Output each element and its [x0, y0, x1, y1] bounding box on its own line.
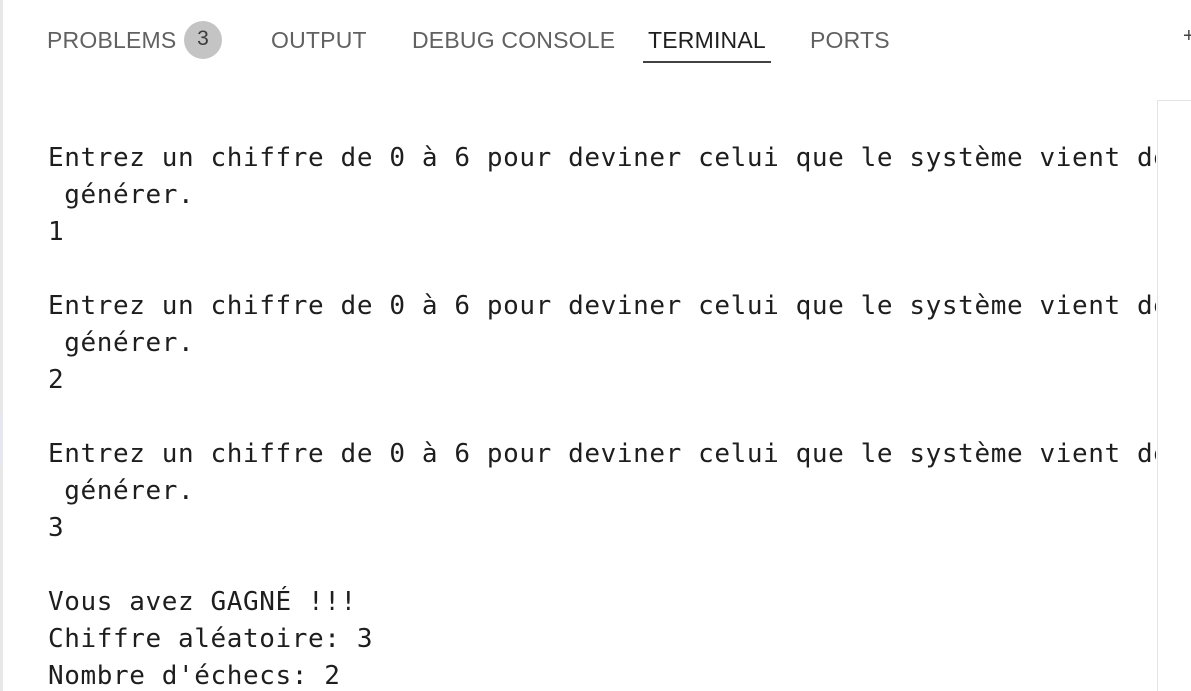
- terminal-line: Entrez un chiffre de 0 à 6 pour deviner …: [48, 291, 1156, 321]
- panel-left-border: [0, 0, 3, 691]
- sash-highlight[interactable]: [0, 413, 3, 465]
- terminal-line: [48, 399, 1156, 436]
- terminal-line: [48, 251, 1156, 288]
- problems-count-badge: 3: [184, 21, 222, 59]
- tab-ports[interactable]: PORTS: [810, 27, 890, 53]
- tab-problems[interactable]: PROBLEMS: [47, 27, 177, 53]
- tab-terminal[interactable]: TERMINAL: [643, 24, 771, 64]
- terminal-line: générer.: [48, 328, 195, 358]
- terminal-line: 2: [48, 365, 65, 395]
- terminal-line: Nombre d'échecs: 2: [48, 661, 341, 691]
- terminal-line: Vous avez GAGNÉ !!!: [48, 587, 357, 617]
- terminal-line: Entrez un chiffre de 0 à 6 pour deviner …: [48, 143, 1156, 173]
- new-terminal-plus-icon[interactable]: +: [1183, 26, 1191, 46]
- terminal-line: [48, 547, 1156, 584]
- terminal-line: Entrez un chiffre de 0 à 6 pour deviner …: [48, 439, 1156, 469]
- terminal-output[interactable]: Entrez un chiffre de 0 à 6 pour deviner …: [0, 80, 1156, 691]
- terminal-line: générer.: [48, 180, 195, 210]
- terminal-line: générer.: [48, 476, 195, 506]
- terminal-line: Chiffre aléatoire: 3: [48, 624, 374, 654]
- tab-debug-console[interactable]: DEBUG CONSOLE: [412, 27, 616, 53]
- terminal-text-area: Entrez un chiffre de 0 à 6 pour deviner …: [48, 140, 1156, 691]
- terminal-line: 1: [48, 217, 65, 247]
- tab-output[interactable]: OUTPUT: [271, 27, 367, 53]
- terminal-scrollbar[interactable]: [1157, 100, 1191, 691]
- panel-tab-bar: PROBLEMS 3 OUTPUT DEBUG CONSOLE TERMINAL…: [0, 0, 1191, 80]
- terminal-line: 3: [48, 513, 65, 543]
